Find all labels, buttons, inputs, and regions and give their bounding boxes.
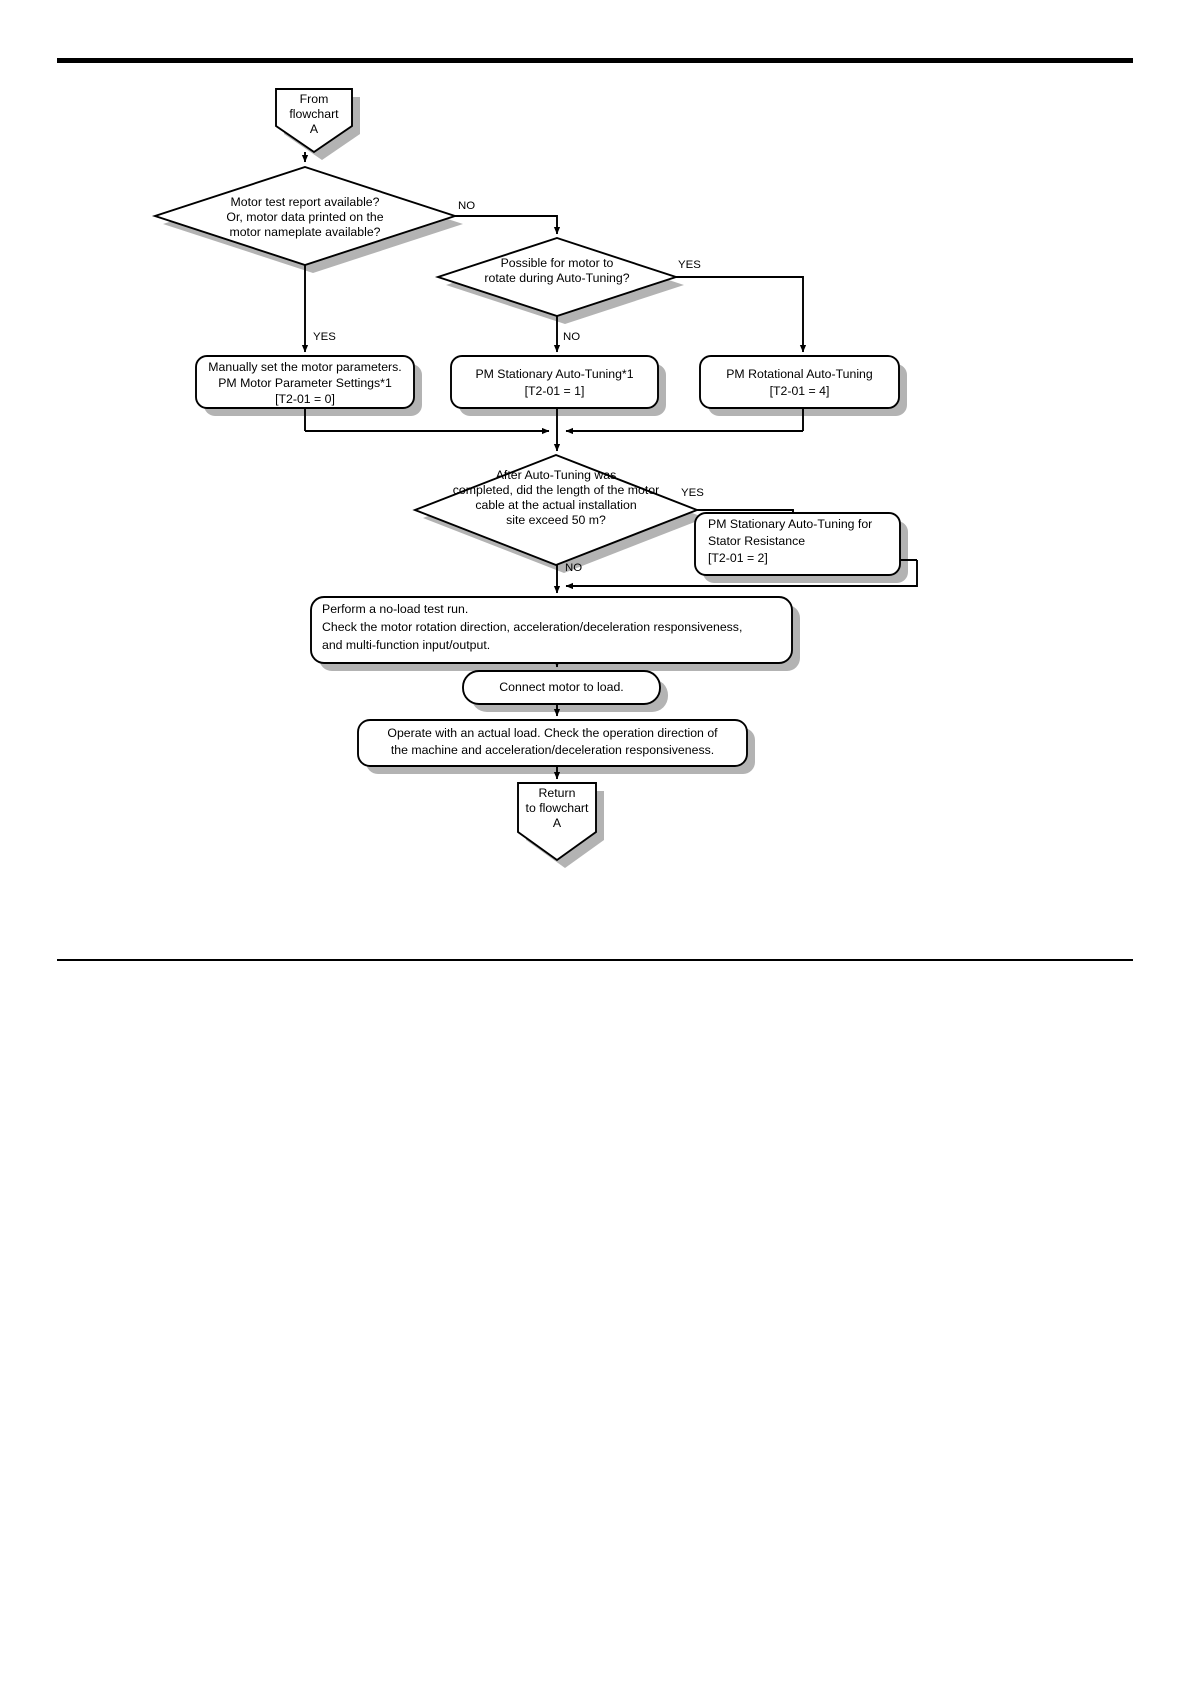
terminator-end-line-1: Return xyxy=(538,786,576,800)
process-pm-stationary-autotuning xyxy=(450,355,659,409)
process-3-line-2: [T2-01 = 4] xyxy=(769,384,830,398)
decision-2-line-2: rotate during Auto-Tuning? xyxy=(484,271,630,285)
terminator-start xyxy=(275,88,353,154)
edge-label-d1-no: NO xyxy=(458,200,476,212)
terminator-end-line-3: A xyxy=(552,816,562,830)
edge-label-d2-yes: YES xyxy=(678,259,701,271)
process-1-line-1: Manually set the motor parameters. xyxy=(208,360,402,374)
edge-label-d2-no: NO xyxy=(563,331,581,343)
process-connect-motor-to-load xyxy=(462,670,661,705)
edge-label-d3-yes: YES xyxy=(681,487,704,499)
edge-d2-yes-to-p3 xyxy=(676,276,807,353)
process-no-load-test-run xyxy=(310,596,793,664)
process-1-line-3: [T2-01 = 0] xyxy=(275,392,335,406)
decision-3-line-1: After Auto-Tuning was xyxy=(495,468,617,482)
process-4-line-1: PM Stationary Auto-Tuning for xyxy=(708,517,873,531)
process-4-line-2: Stator Resistance xyxy=(708,534,806,548)
decision-3-line-2: completed, did the length of the motor xyxy=(452,483,660,497)
terminator-return xyxy=(517,782,597,862)
terminator-start-line-1: From xyxy=(299,92,329,106)
terminator-start-line-2: flowchart xyxy=(289,107,339,121)
process-2-line-1: PM Stationary Auto-Tuning*1 xyxy=(475,367,634,381)
edge-d3-yes-h xyxy=(697,509,794,511)
process-7-line-2: the machine and acceleration/deceleratio… xyxy=(390,743,715,757)
process-6-line-1: Connect motor to load. xyxy=(499,680,624,694)
footer-rule xyxy=(57,959,1133,961)
flow-shapes xyxy=(151,88,901,862)
terminator-end-line-2: to flowchart xyxy=(525,801,589,815)
process-1-line-2: PM Motor Parameter Settings*1 xyxy=(218,376,392,390)
process-5-line-1: Perform a no-load test run. xyxy=(322,602,469,616)
process-3-line-1: PM Rotational Auto-Tuning xyxy=(726,367,873,381)
edge-label-d3-no: NO xyxy=(565,562,583,574)
process-operate-actual-load xyxy=(357,719,748,767)
decision-1-line-3: motor nameplate available? xyxy=(229,225,381,239)
process-manual-motor-parameters xyxy=(195,355,415,409)
decision-1-line-1: Motor test report available? xyxy=(230,195,380,209)
process-7-line-1: Operate with an actual load. Check the o… xyxy=(387,726,718,740)
decision-1-line-2: Or, motor data printed on the xyxy=(226,210,384,224)
decision-2-line-1: Possible for motor to xyxy=(500,256,614,270)
connectors xyxy=(301,152,918,780)
decision-motor-test-report xyxy=(151,166,459,266)
process-pm-stationary-stator-resistance xyxy=(694,512,901,576)
process-5-line-2: Check the motor rotation direction, acce… xyxy=(322,620,743,634)
decision-motor-can-rotate xyxy=(434,237,680,317)
terminator-start-line-3: A xyxy=(309,122,319,136)
edge-p4-return xyxy=(565,560,918,590)
edge-label-d1-yes: YES xyxy=(313,331,336,343)
process-4-line-3: [T2-01 = 2] xyxy=(708,551,768,565)
decision-3-line-4: site exceed 50 m? xyxy=(506,513,606,527)
header-rule xyxy=(57,58,1133,63)
process-5-line-3: and multi-function input/output. xyxy=(322,638,491,652)
process-2-line-2: [T2-01 = 1] xyxy=(524,384,585,398)
decision-3-line-3: cable at the actual installation xyxy=(475,498,637,512)
edge-d1-no-to-d2 xyxy=(455,215,561,235)
decision-cable-length-over-50m xyxy=(412,453,700,567)
process-pm-rotational-autotuning xyxy=(699,355,900,409)
